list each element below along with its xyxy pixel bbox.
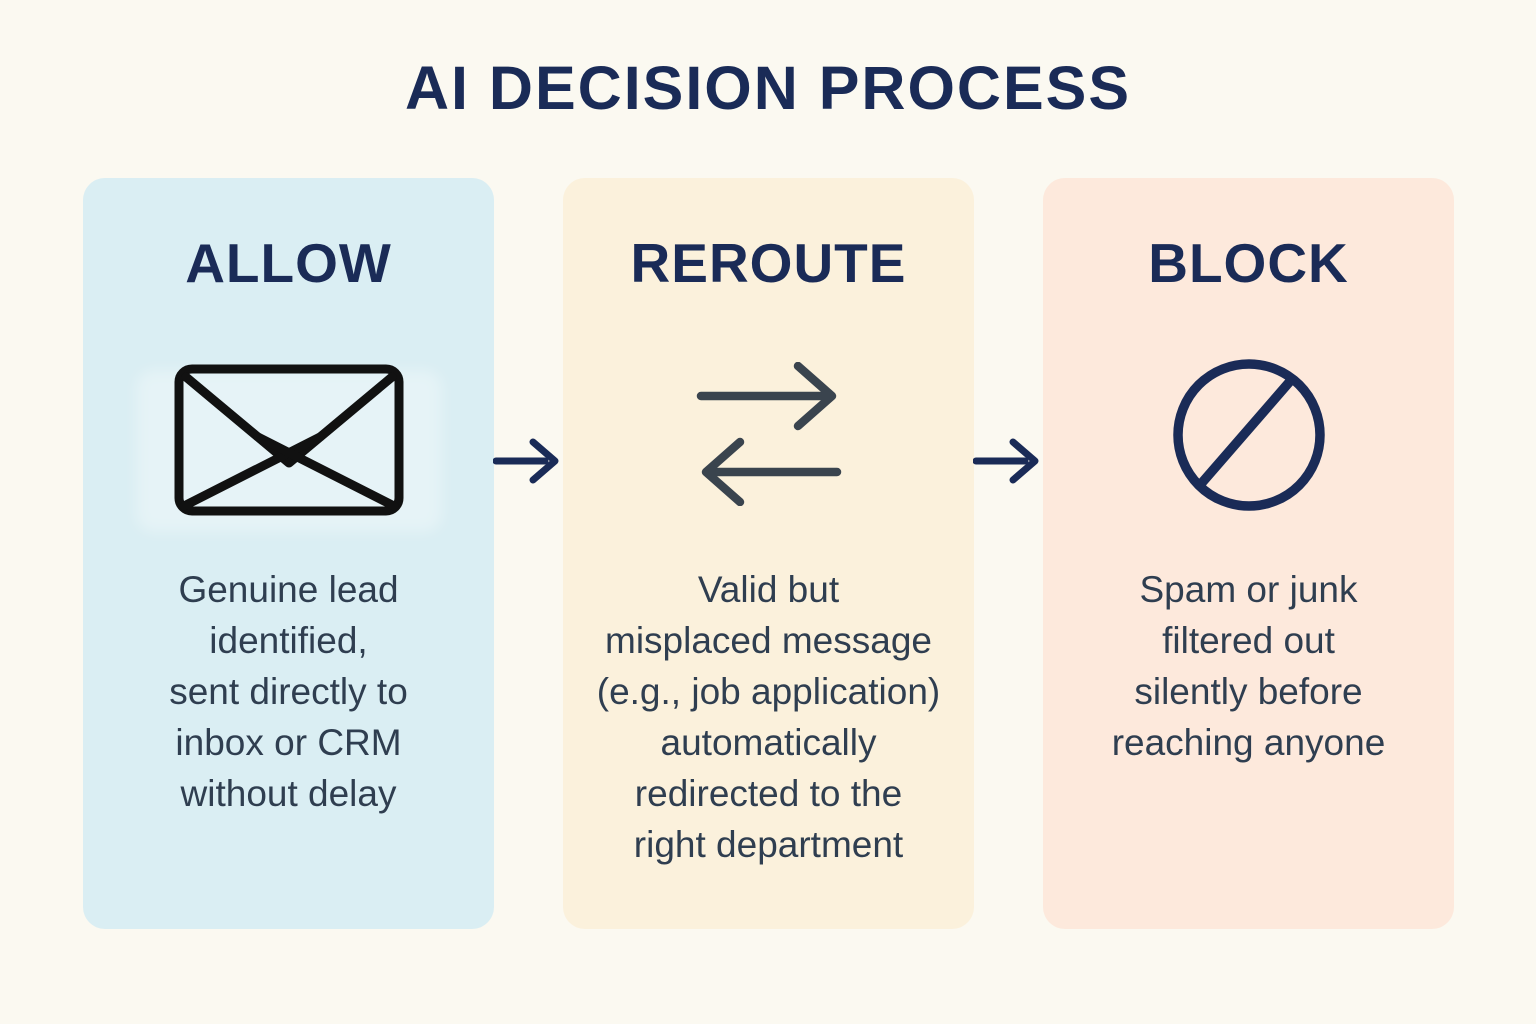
arrow-right-icon xyxy=(972,436,1039,491)
page-title: AI DECISION PROCESS xyxy=(404,54,1132,122)
card-allow: ALLOW Genuine lead identified, sent dire… xyxy=(83,178,494,929)
envelope-icon xyxy=(174,364,404,516)
card-block-description: Spam or junk filtered out silently befor… xyxy=(1111,569,1386,763)
card-reroute-description: Valid but misplaced message (e.g., job a… xyxy=(596,569,941,865)
prohibition-icon xyxy=(1172,358,1326,512)
card-allow-heading: ALLOW xyxy=(185,232,392,294)
card-reroute: REROUTE Valid but misplaced message (e.g… xyxy=(563,178,974,929)
card-block-heading: BLOCK xyxy=(1148,232,1349,294)
card-reroute-heading: REROUTE xyxy=(630,232,907,294)
swap-arrows-icon xyxy=(696,362,842,506)
arrow-right-icon xyxy=(492,436,559,491)
card-block: BLOCK Spam or junk filtered out silently… xyxy=(1043,178,1454,929)
card-allow-description: Genuine lead identified, sent directly t… xyxy=(169,569,408,814)
